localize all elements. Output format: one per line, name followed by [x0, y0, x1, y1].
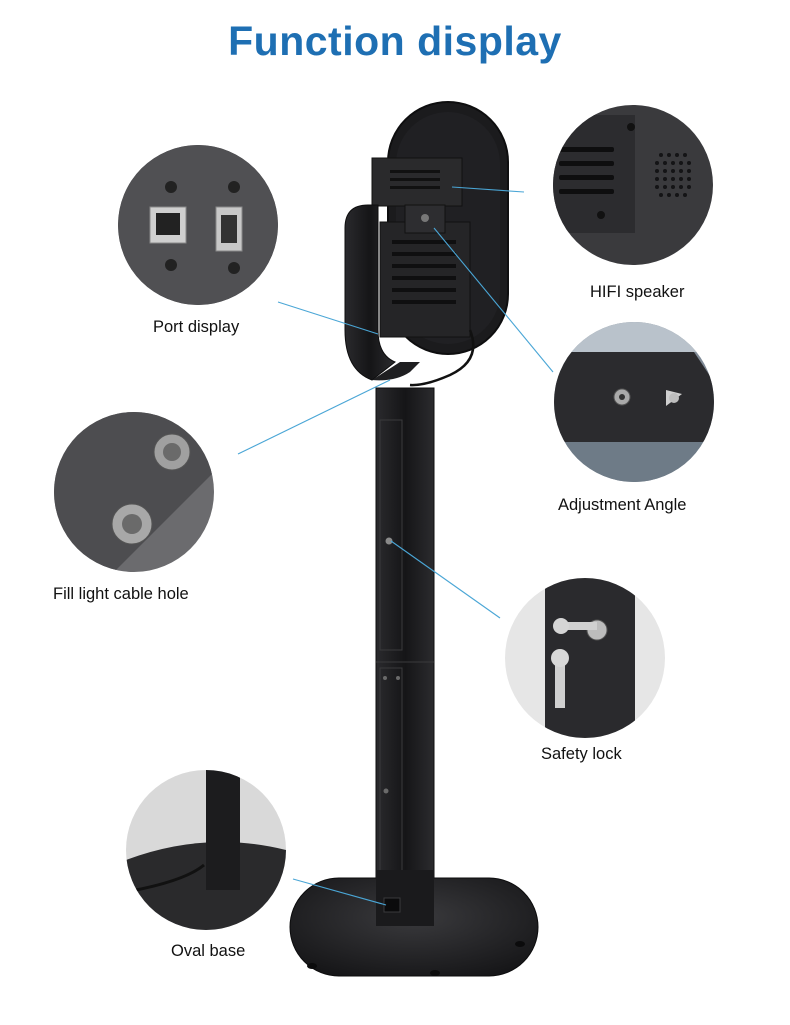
- port-detail-circle: [118, 145, 278, 305]
- leader-line-base: [292, 878, 387, 906]
- column-screw: [396, 676, 400, 680]
- leader-line-cable: [237, 379, 391, 455]
- key-icon: [555, 658, 565, 708]
- speaker-grill: [390, 170, 440, 189]
- leader-line-speaker: [451, 186, 525, 193]
- bracket-plate: [554, 352, 714, 442]
- column-bottom: [206, 770, 240, 890]
- label-hifi-speaker: HIFI speaker: [590, 283, 685, 301]
- speaker-detail-circle: [553, 105, 713, 265]
- lock-detail-circle: [505, 578, 665, 738]
- label-port-display: Port display: [153, 318, 240, 336]
- column-panel-upper: [379, 419, 403, 651]
- fill-light-cable: [409, 329, 475, 387]
- leader-line-port: [277, 301, 379, 335]
- stand-column: [375, 387, 435, 909]
- label-oval-base: Oval base: [171, 942, 246, 960]
- label-adjustment-angle: Adjustment Angle: [558, 496, 687, 514]
- mount-vents: [392, 240, 456, 304]
- base-foot: [307, 963, 317, 969]
- u-yoke: [344, 204, 396, 381]
- key-icon: [563, 622, 597, 630]
- cable-icon: [135, 863, 205, 892]
- speaker-slot-icon: [559, 147, 614, 194]
- page-title: Function display: [228, 18, 562, 64]
- base-detail-circle: [126, 770, 286, 930]
- label-safety-lock: Safety lock: [541, 745, 622, 763]
- hinge-screw: [421, 214, 429, 222]
- leader-line-angle: [433, 227, 554, 373]
- angle-detail-circle: [554, 322, 714, 482]
- leader-line-lock: [390, 540, 501, 619]
- speaker-hole-grid-icon: [655, 153, 691, 197]
- base-foot: [430, 970, 440, 976]
- label-fill-light-cable-hole: Fill light cable hole: [53, 585, 189, 603]
- leader-lines: [237, 186, 554, 906]
- column-screw: [383, 788, 389, 794]
- speaker-box: [371, 157, 463, 207]
- cable-hole-detail-circle: [54, 412, 214, 572]
- lock-point: [385, 537, 393, 545]
- base-port: [383, 897, 401, 913]
- yoke-joint: [372, 362, 420, 381]
- column-screw: [383, 676, 387, 680]
- base-foot: [515, 941, 525, 947]
